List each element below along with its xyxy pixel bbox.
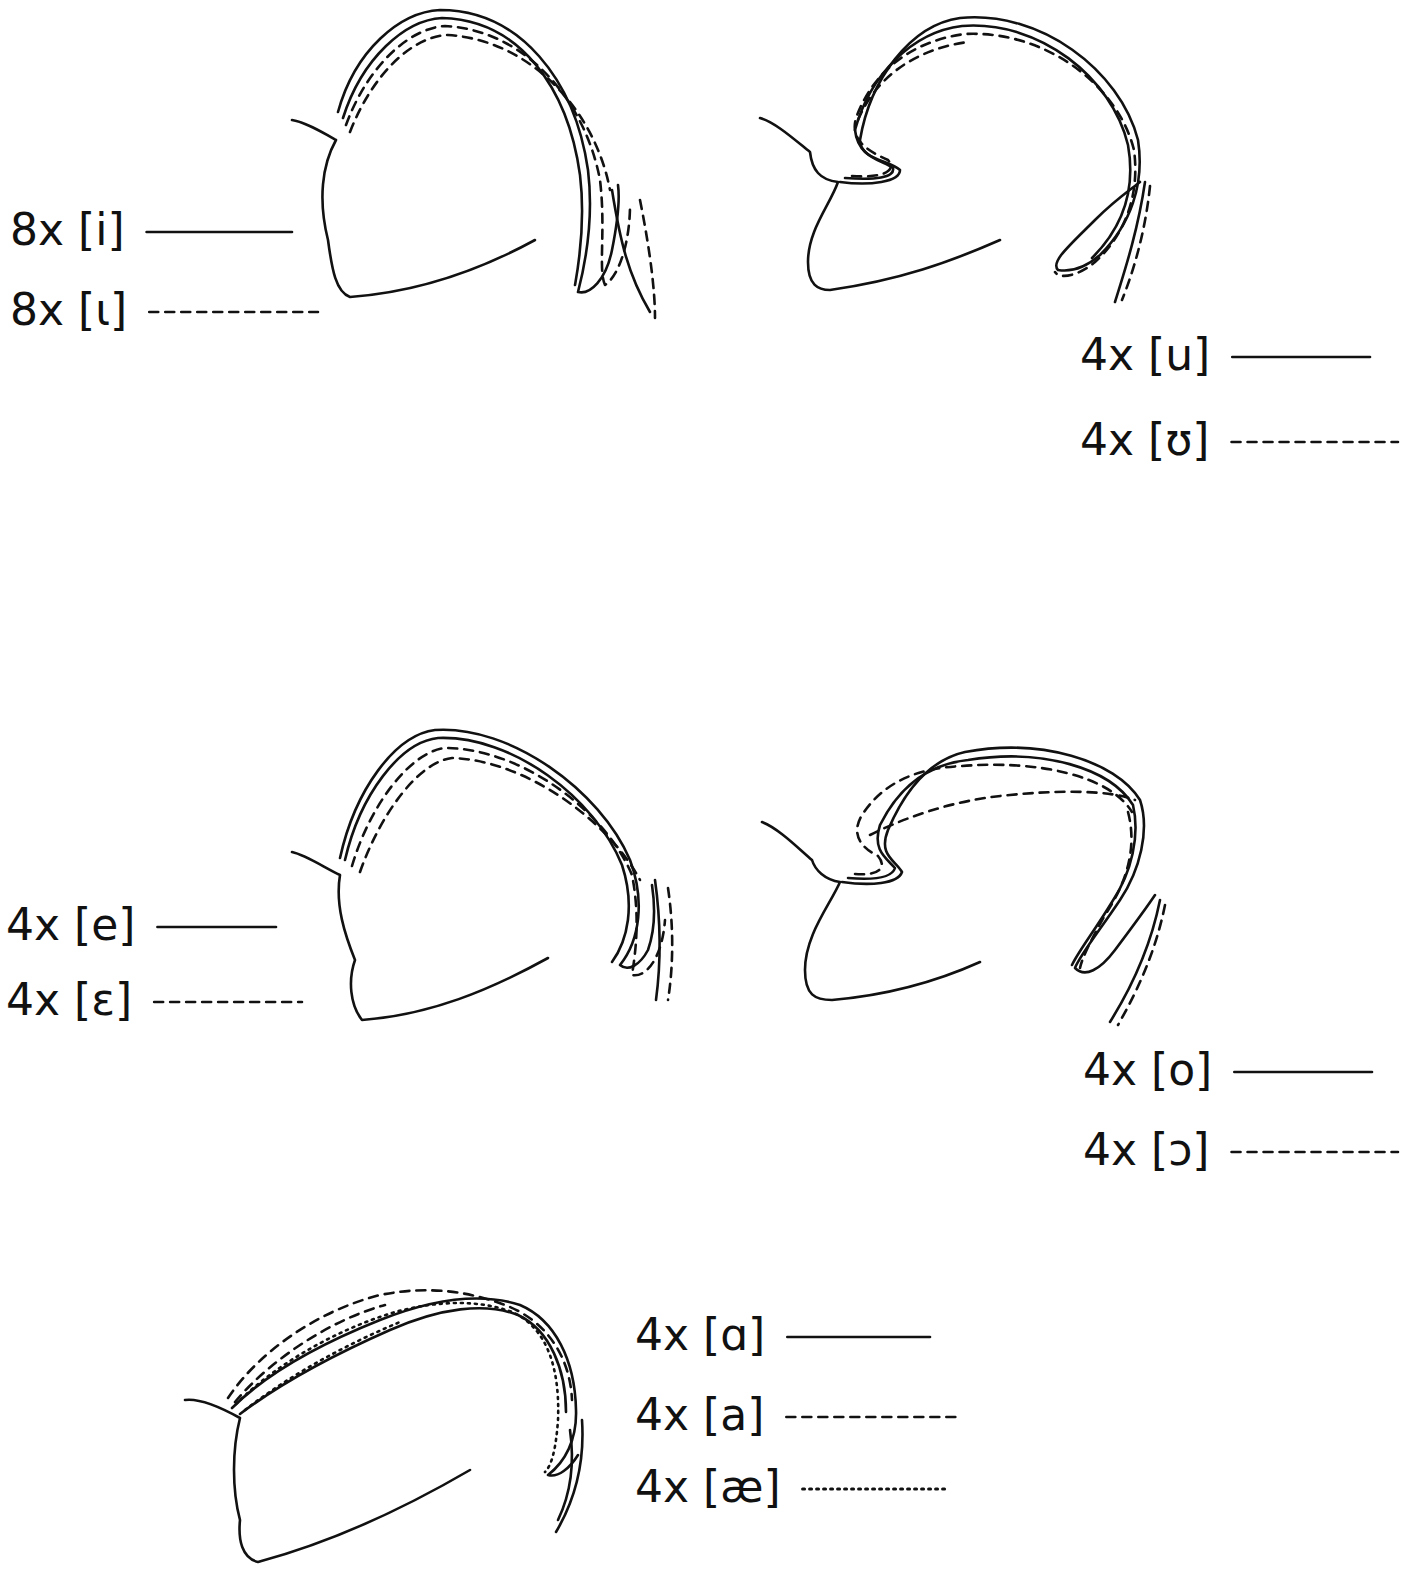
tracing-panel xyxy=(292,10,655,318)
legend-label: 8x [i] xyxy=(10,208,125,252)
legend-line-sample xyxy=(1232,356,1370,359)
legend-line-sample xyxy=(786,1416,958,1419)
legend-line-sample xyxy=(787,1336,930,1339)
legend-label: 8x [ɩ] xyxy=(10,288,127,332)
legend-line-sample xyxy=(803,1488,948,1491)
tracing-panel xyxy=(292,730,672,1020)
tracing-panel xyxy=(185,1290,583,1562)
legend-label: 4x [ʊ] xyxy=(1080,418,1210,462)
legend-label: 4x [æ] xyxy=(635,1465,781,1509)
legend-line-sample xyxy=(149,311,318,314)
legend-label: 4x [ɔ] xyxy=(1083,1128,1210,1172)
legend-label: 4x [ɑ] xyxy=(635,1313,765,1357)
legend-line-sample xyxy=(1232,1151,1398,1154)
tracing-panel xyxy=(760,17,1150,302)
legend-label: 4x [e] xyxy=(6,903,135,947)
legend-line-sample xyxy=(157,926,276,929)
legend-label: 4x [u] xyxy=(1080,333,1210,377)
legend-line-sample xyxy=(1234,1071,1372,1074)
legend-label: 4x [a] xyxy=(635,1393,764,1437)
legend-line-sample xyxy=(1232,441,1398,444)
tracing-panel xyxy=(762,748,1165,1025)
legend-line-sample xyxy=(154,1001,302,1004)
legend-label: 4x [o] xyxy=(1083,1048,1212,1092)
legend-label: 4x [ɛ] xyxy=(6,978,132,1022)
legend-line-sample xyxy=(147,231,292,234)
